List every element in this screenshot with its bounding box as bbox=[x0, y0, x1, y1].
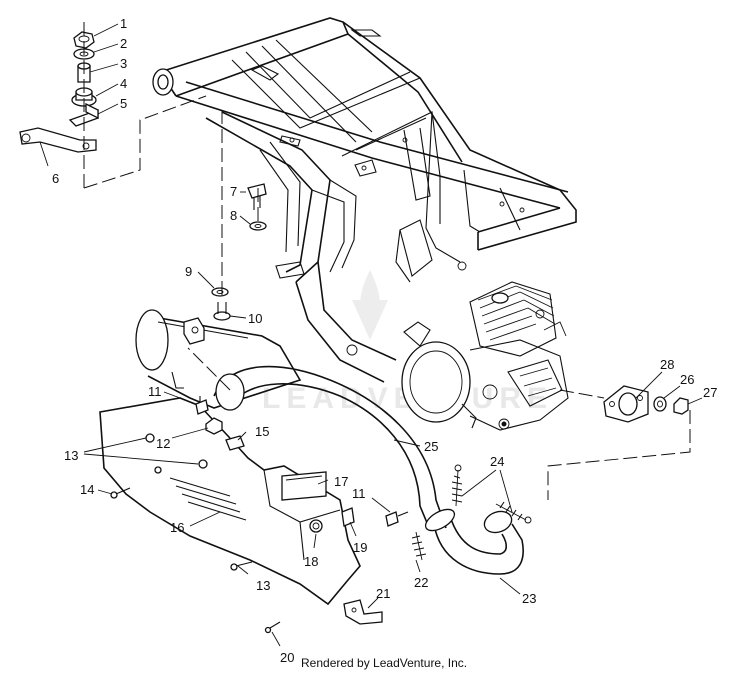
bolt-11a bbox=[195, 396, 209, 415]
spring-24b bbox=[495, 501, 532, 524]
callout-13b: 13 bbox=[256, 578, 270, 593]
muffler-assembly bbox=[135, 309, 302, 409]
callout-12: 12 bbox=[156, 436, 170, 451]
callout-19: 19 bbox=[353, 540, 367, 555]
nut-1 bbox=[73, 31, 95, 49]
heat-shield bbox=[99, 397, 361, 606]
nut-27 bbox=[673, 397, 689, 415]
callout-27: 27 bbox=[703, 385, 717, 400]
callout-2: 2 bbox=[120, 36, 127, 51]
callout-4: 4 bbox=[120, 76, 127, 91]
washer-9 bbox=[211, 287, 229, 297]
callout-20: 20 bbox=[280, 650, 294, 665]
frame-assembly bbox=[152, 17, 577, 383]
screw-20 bbox=[264, 621, 281, 634]
bolt-11b bbox=[385, 511, 409, 527]
callout-labels: 1 2 3 4 5 6 7 8 9 10 11 12 13 14 15 16 1… bbox=[52, 16, 717, 665]
callout-6: 6 bbox=[52, 171, 59, 186]
nut-12 bbox=[205, 417, 223, 435]
callout-15: 15 bbox=[255, 424, 269, 439]
mount-bracket-6 bbox=[19, 127, 97, 153]
clip-19 bbox=[341, 507, 355, 527]
clip-15 bbox=[225, 435, 245, 451]
callout-24: 24 bbox=[490, 454, 504, 469]
callout-7: 7 bbox=[230, 184, 237, 199]
callout-16: 16 bbox=[170, 520, 184, 535]
flange-28 bbox=[603, 385, 649, 423]
engine bbox=[401, 281, 569, 431]
exhaust-pipe bbox=[213, 365, 447, 531]
screw-13b bbox=[230, 561, 253, 571]
callout-18: 18 bbox=[304, 554, 318, 569]
callout-28: 28 bbox=[660, 357, 674, 372]
callout-17: 17 bbox=[334, 474, 348, 489]
washer-26 bbox=[653, 396, 667, 412]
bolt-7 bbox=[247, 183, 267, 210]
callout-11b: 11 bbox=[352, 486, 366, 501]
callout-26: 26 bbox=[680, 372, 694, 387]
spring-24a bbox=[451, 464, 463, 507]
assembly-lines bbox=[83, 22, 691, 500]
callout-13a: 13 bbox=[64, 448, 78, 463]
callout-9: 9 bbox=[185, 264, 192, 279]
callout-3: 3 bbox=[120, 56, 127, 71]
washer-8 bbox=[249, 221, 267, 231]
spring-22 bbox=[411, 531, 427, 561]
callout-21: 21 bbox=[376, 586, 390, 601]
bracket-21 bbox=[343, 599, 383, 625]
leader-lines bbox=[39, 23, 703, 647]
plate-17 bbox=[281, 471, 327, 501]
screw-14 bbox=[110, 487, 131, 499]
footer-credit: Rendered by LeadVenture, Inc. bbox=[301, 656, 468, 670]
callout-25: 25 bbox=[424, 439, 438, 454]
callout-14: 14 bbox=[80, 482, 94, 497]
callout-23: 23 bbox=[522, 591, 536, 606]
watermark-logo bbox=[352, 270, 388, 340]
callout-1: 1 bbox=[120, 16, 127, 31]
callout-11a: 11 bbox=[148, 384, 162, 399]
callout-22: 22 bbox=[414, 575, 428, 590]
callout-8: 8 bbox=[230, 208, 237, 223]
callout-10: 10 bbox=[248, 311, 262, 326]
bolt-10 bbox=[213, 302, 231, 321]
callout-5: 5 bbox=[120, 96, 127, 111]
header-pipe bbox=[424, 508, 524, 575]
